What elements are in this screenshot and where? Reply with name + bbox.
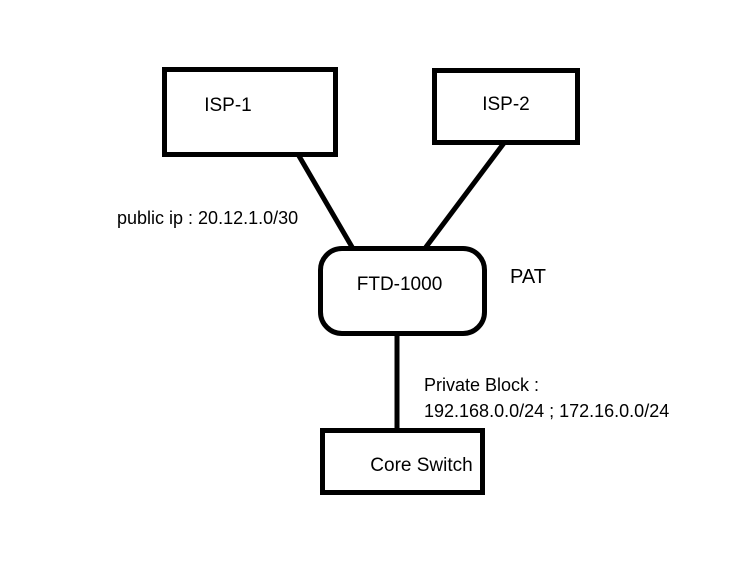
isp2-node: ISP-2 <box>432 68 580 145</box>
private-block-title: Private Block : <box>424 375 540 395</box>
core-switch-node: Core Switch <box>320 428 485 495</box>
core-switch-node-label: Core Switch <box>370 454 473 476</box>
isp2-node-label: ISP-2 <box>482 93 530 115</box>
private-block-subnets: 192.168.0.0/24 ; 172.16.0.0/24 <box>424 401 670 421</box>
isp1-node-label: ISP-1 <box>204 95 252 116</box>
isp1-node: ISP-1 <box>162 67 338 157</box>
ftd-node: FTD-1000 <box>318 246 487 336</box>
link-isp2-ftd <box>423 140 507 250</box>
pat-label: PAT <box>510 266 546 288</box>
link-isp1-ftd <box>296 153 355 250</box>
private-block-label: Private Block : 192.168.0.0/24 ; 172.16.… <box>424 372 669 424</box>
public-ip-label: public ip : 20.12.1.0/30 <box>117 208 299 228</box>
ftd-node-label: FTD-1000 <box>356 274 443 295</box>
